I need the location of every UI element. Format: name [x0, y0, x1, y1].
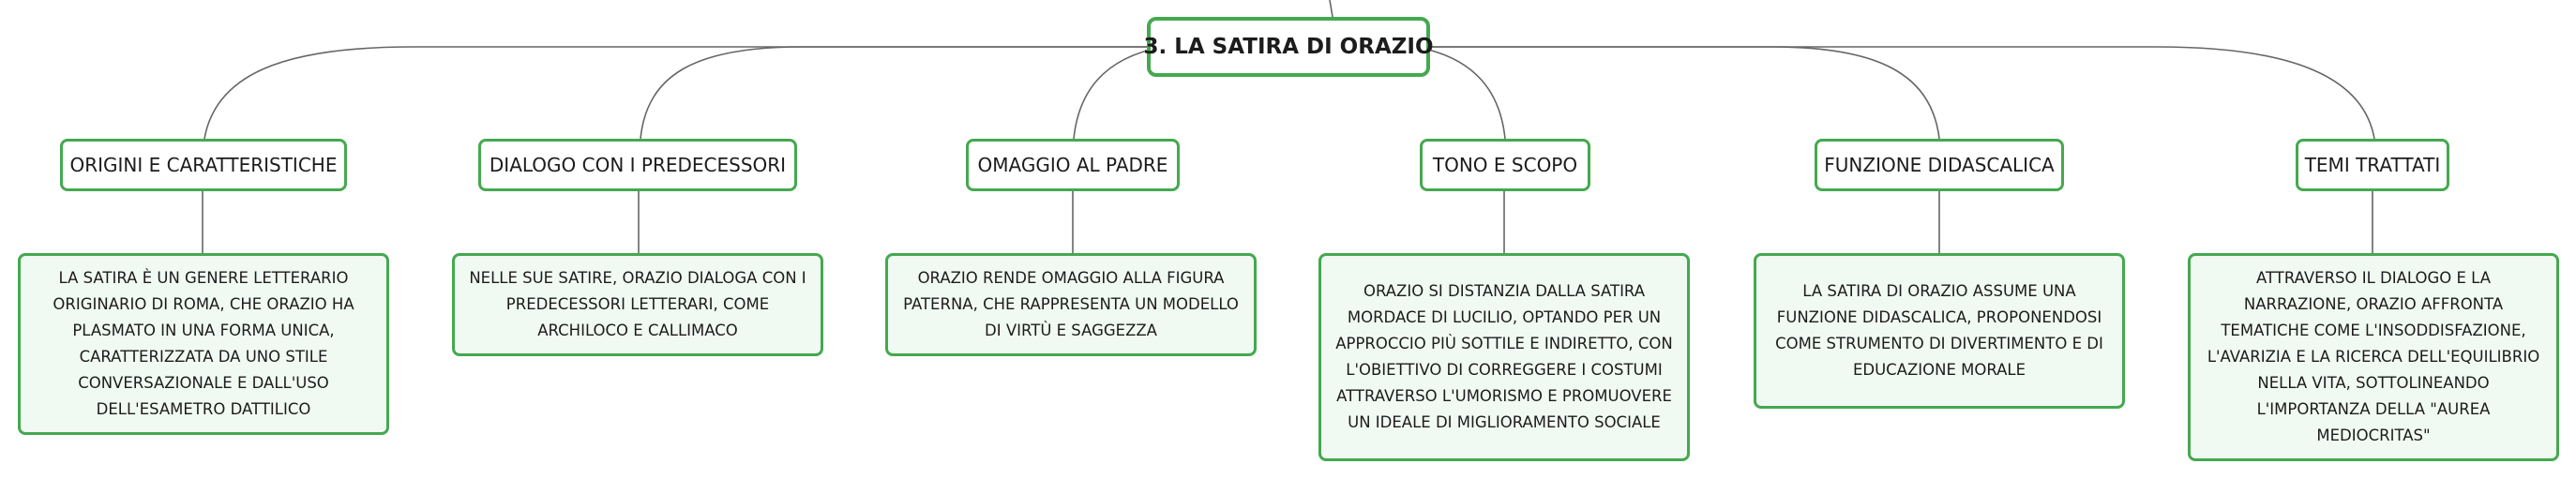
connector-central-topic-2	[640, 46, 1147, 140]
connector-central-topic-1	[203, 46, 1147, 140]
connector-central-topic-3	[1073, 46, 1164, 140]
detail-omaggio-al-padre[interactable]: ORAZIO RENDE OMAGGIO ALLA FIGURA PATERNA…	[885, 253, 1257, 356]
central-topic[interactable]: 3. LA SATIRA DI ORAZIO	[1143, 17, 1434, 77]
topic-temi-trattati[interactable]: TEMI TRATTATI	[2296, 139, 2449, 191]
detail-tono-e-scopo[interactable]: ORAZIO SI DISTANZIA DALLA SATIRA MORDACE…	[1318, 253, 1690, 461]
detail-temi-trattati[interactable]: ATTRAVERSO IL DIALOGO E LA NARRAZIONE, O…	[2188, 253, 2559, 461]
topic-origini-e-caratteristiche[interactable]: ORIGINI E CARATTERISTICHE	[60, 139, 347, 191]
connector-central-topic-6	[1430, 46, 2375, 140]
detail-text: LA SATIRA È UN GENERE LETTERARIO ORIGINA…	[53, 269, 354, 418]
parent-connector	[1329, 0, 1333, 18]
detail-text: ORAZIO RENDE OMAGGIO ALLA FIGURA PATERNA…	[903, 269, 1239, 339]
topic-omaggio-al-padre[interactable]: OMAGGIO AL PADRE	[966, 139, 1180, 191]
detail-origini-e-caratteristiche[interactable]: LA SATIRA È UN GENERE LETTERARIO ORIGINA…	[18, 253, 389, 435]
topic-tono-e-scopo[interactable]: TONO E SCOPO	[1420, 139, 1590, 191]
detail-text: ATTRAVERSO IL DIALOGO E LA NARRAZIONE, O…	[2207, 269, 2540, 444]
detail-dialogo-con-i-predecessori[interactable]: NELLE SUE SATIRE, ORAZIO DIALOGA CON I P…	[452, 253, 823, 356]
detail-text: ORAZIO SI DISTANZIA DALLA SATIRA MORDACE…	[1335, 282, 1673, 431]
topic-dialogo-con-i-predecessori[interactable]: DIALOGO CON I PREDECESSORI	[478, 139, 797, 191]
detail-text: NELLE SUE SATIRE, ORAZIO DIALOGA CON I P…	[469, 269, 806, 339]
detail-text: LA SATIRA DI ORAZIO ASSUME UNA FUNZIONE …	[1775, 282, 2103, 379]
connector-central-topic-4	[1415, 46, 1506, 140]
topic-funzione-didascalica[interactable]: FUNZIONE DIDASCALICA	[1815, 139, 2064, 191]
detail-funzione-didascalica[interactable]: LA SATIRA DI ORAZIO ASSUME UNA FUNZIONE …	[1754, 253, 2125, 409]
connector-central-topic-5	[1430, 46, 1940, 140]
